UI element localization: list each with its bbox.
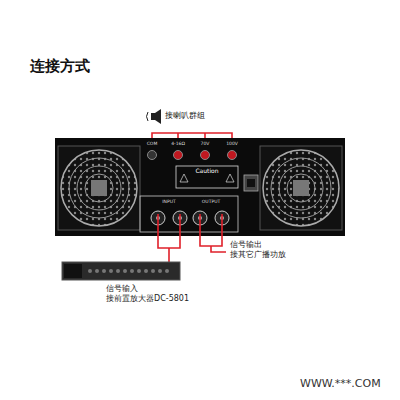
port-label: INPUT — [162, 199, 175, 204]
port-label: OUTPUT — [202, 199, 220, 204]
power-socket — [244, 175, 258, 191]
title: 连接方式 — [30, 58, 90, 75]
terminal-label: 70V — [201, 141, 210, 146]
terminal-label: COM — [147, 141, 158, 146]
callout-label: 接喇叭群组 — [165, 111, 205, 120]
caution-text: Caution — [195, 168, 218, 175]
input-wire — [158, 214, 180, 262]
callout-label: 信号输入 — [106, 284, 138, 293]
fan-left — [58, 146, 140, 230]
output-wire — [200, 214, 226, 252]
callout-label: 信号输出 — [230, 240, 262, 249]
fan-right — [260, 146, 342, 230]
speaker-icon — [147, 109, 162, 124]
terminal-label: 100V — [226, 141, 238, 146]
speaker-terminals — [148, 151, 237, 160]
preamp-device — [62, 262, 180, 280]
callout-label: 接其它广播功放 — [230, 250, 286, 259]
watermark: WWW.***.COM — [300, 378, 381, 391]
io-frame — [140, 196, 238, 232]
caution-plate — [176, 166, 238, 188]
terminal-label: 4-16Ω — [171, 141, 185, 146]
callout-label: 接前置放大器DC-5801 — [106, 294, 189, 303]
xlr-connectors — [151, 211, 229, 225]
